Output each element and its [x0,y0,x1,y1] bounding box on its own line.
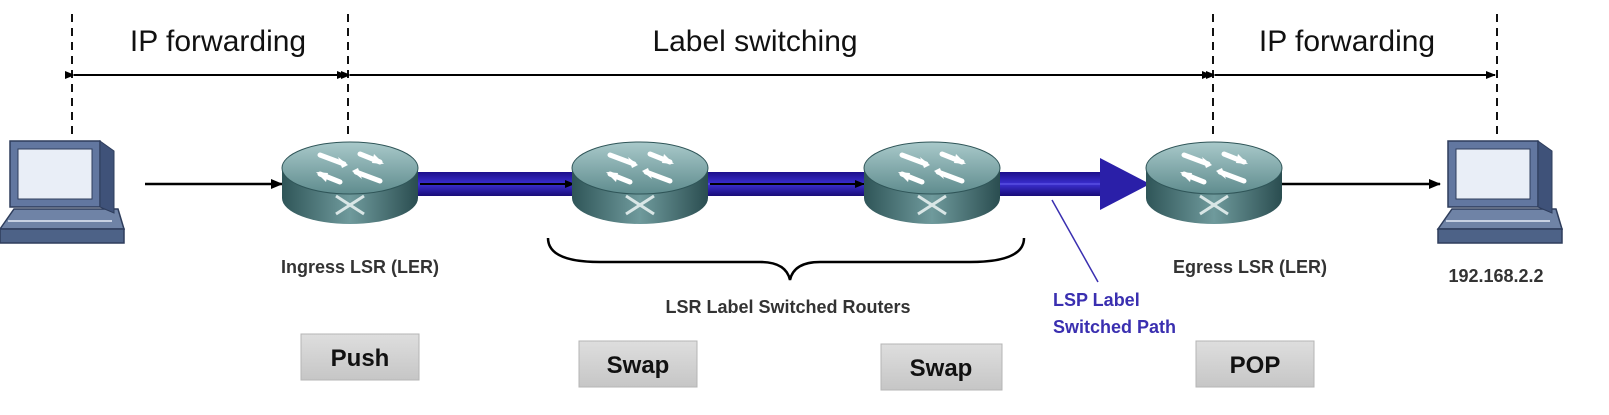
operation-pop-label: POP [1230,352,1281,379]
operation-push: Push [300,333,420,381]
router-icon [1146,142,1282,224]
operation-swap-2-label: Swap [910,355,973,382]
operation-swap-1-label: Swap [607,352,670,379]
router-icon [864,142,1000,224]
section-label-middle: Label switching [652,25,857,58]
operation-pop: POP [1195,340,1315,388]
operation-swap-2: Swap [880,343,1003,391]
core-routers-label: LSR Label Switched Routers [665,297,910,317]
lsp-label-line2: Switched Path [1053,317,1176,337]
section-label-left: IP forwarding [130,25,306,58]
destination-ip-label: 192.168.2.2 [1448,266,1543,286]
computer-icon [1437,140,1563,244]
lsp-label-line1: LSP Label [1053,290,1140,310]
section-label-right: IP forwarding [1259,25,1435,58]
lsp-pointer-line [1051,199,1099,283]
router-icon [282,142,418,224]
computer-icon [0,140,125,244]
core-routers-brace [546,237,1026,281]
router-icon [572,142,708,224]
operation-push-label: Push [331,345,390,372]
operation-swap-1: Swap [578,340,698,388]
ingress-label: Ingress LSR (LER) [281,257,439,277]
egress-label: Egress LSR (LER) [1173,257,1327,277]
